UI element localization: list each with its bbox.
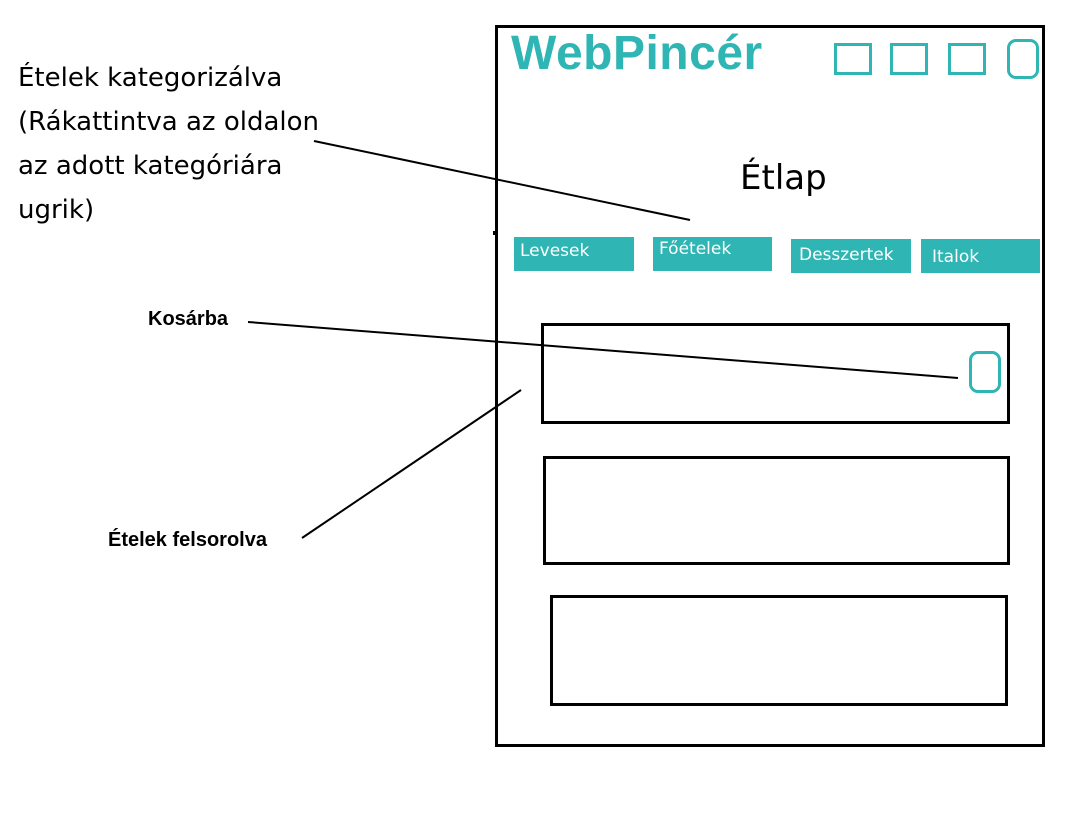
annotation-categories: Ételek kategorizálva (Rákattintva az old…	[18, 63, 319, 225]
cart-icon[interactable]	[969, 351, 1001, 393]
list-item[interactable]	[550, 595, 1008, 706]
list-item[interactable]	[541, 323, 1010, 424]
leader-line-list	[301, 389, 522, 539]
annotation-cart: Kosárba	[148, 308, 229, 330]
category-tab-levesek[interactable]: Levesek	[514, 237, 634, 271]
header-box-icon[interactable]	[834, 43, 872, 75]
list-item[interactable]	[543, 456, 1010, 565]
category-tab-foetelek[interactable]: Főételek	[653, 237, 772, 271]
annotation-list: Ételek felsorolva	[108, 529, 267, 551]
wireframe-frame	[495, 25, 1045, 747]
category-tab-italok[interactable]: Italok	[921, 239, 1040, 273]
header-box-icon[interactable]	[948, 43, 986, 75]
logo[interactable]: WebPincér	[511, 27, 763, 80]
page-title: Étlap	[740, 158, 827, 198]
header-rounded-icon[interactable]	[1007, 39, 1039, 79]
header-box-icon[interactable]	[890, 43, 928, 75]
category-tab-desszertek[interactable]: Desszertek	[791, 239, 911, 273]
